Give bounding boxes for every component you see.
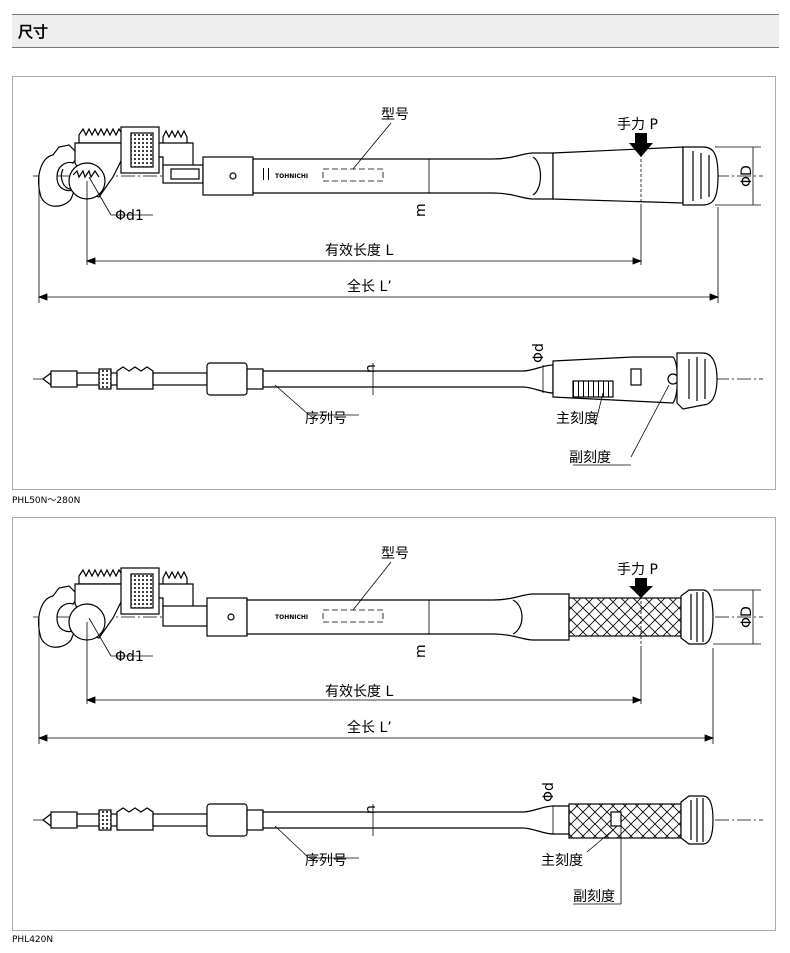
effective-length-label: 有效长度 L — [325, 243, 393, 259]
diagram-panel-phl420n: TOHNICHI 手力 P 型号 ΦD m Φd1 有效长度 L 全长 L’ — [12, 517, 776, 931]
phi-D-label: ΦD — [739, 606, 755, 628]
caption-2: PHL420N — [12, 935, 54, 945]
wrench-top-view — [33, 126, 763, 207]
section-title: 尺寸 — [18, 23, 49, 41]
n-label: n — [363, 364, 379, 373]
model-label: 型号 — [381, 546, 409, 562]
hand-force-arrow — [629, 133, 653, 157]
brand-text: TOHNICHI — [275, 173, 308, 180]
m-label: m — [413, 644, 429, 658]
phi-d-label: Φd — [531, 343, 547, 363]
main-scale-label: 主刻度 — [556, 411, 598, 427]
model-label: 型号 — [381, 107, 409, 123]
effective-length-label: 有效长度 L — [325, 684, 393, 700]
n-label: n — [363, 805, 379, 814]
hand-force-label: 手力 P — [617, 117, 658, 133]
total-length-dimension — [37, 618, 715, 744]
section-header: 尺寸 — [12, 14, 779, 48]
wrench-top-view — [33, 567, 763, 648]
serial-label: 序列号 — [305, 853, 347, 869]
phi-D-label: ΦD — [739, 165, 755, 187]
phi-D-dimension — [715, 146, 761, 206]
main-scale-label: 主刻度 — [541, 853, 583, 869]
hand-force-arrow — [629, 578, 653, 598]
serial-label: 序列号 — [305, 411, 347, 427]
effective-length-dimension — [85, 181, 643, 265]
sub-scale-label: 副刻度 — [569, 450, 611, 466]
wrench-side-view — [33, 795, 763, 845]
wrench-diagram-2: TOHNICHI 手力 P 型号 ΦD m Φd1 有效长度 L 全长 L’ — [33, 546, 763, 905]
total-length-label: 全长 L’ — [347, 719, 392, 736]
brand-logo-mark — [263, 168, 273, 180]
phi-d-label: Φd — [541, 782, 557, 802]
phi-D-dimension — [713, 589, 761, 645]
effective-length-dimension — [85, 622, 643, 704]
total-length-dimension — [37, 177, 720, 303]
phi-d1-label: Φd1 — [115, 208, 144, 224]
wrench-diagram-1: TOHNICHI 手力 P 型号 ΦD m Φd1 有效长度 L 全长 L’ — [33, 107, 763, 466]
brand-text: TOHNICHI — [275, 614, 308, 621]
caption-1: PHL50N～280N — [12, 496, 81, 506]
hand-force-label: 手力 P — [617, 562, 658, 578]
phi-d1-label: Φd1 — [115, 649, 144, 665]
m-label: m — [413, 203, 429, 217]
wrench-side-view — [33, 352, 763, 410]
sub-scale-label: 副刻度 — [573, 889, 615, 905]
total-length-label: 全长 L’ — [347, 278, 392, 295]
diagram-panel-phl50n-280n: TOHNICHI 手力 P 型号 ΦD m Φd1 有效长度 L 全长 L’ — [12, 76, 776, 490]
